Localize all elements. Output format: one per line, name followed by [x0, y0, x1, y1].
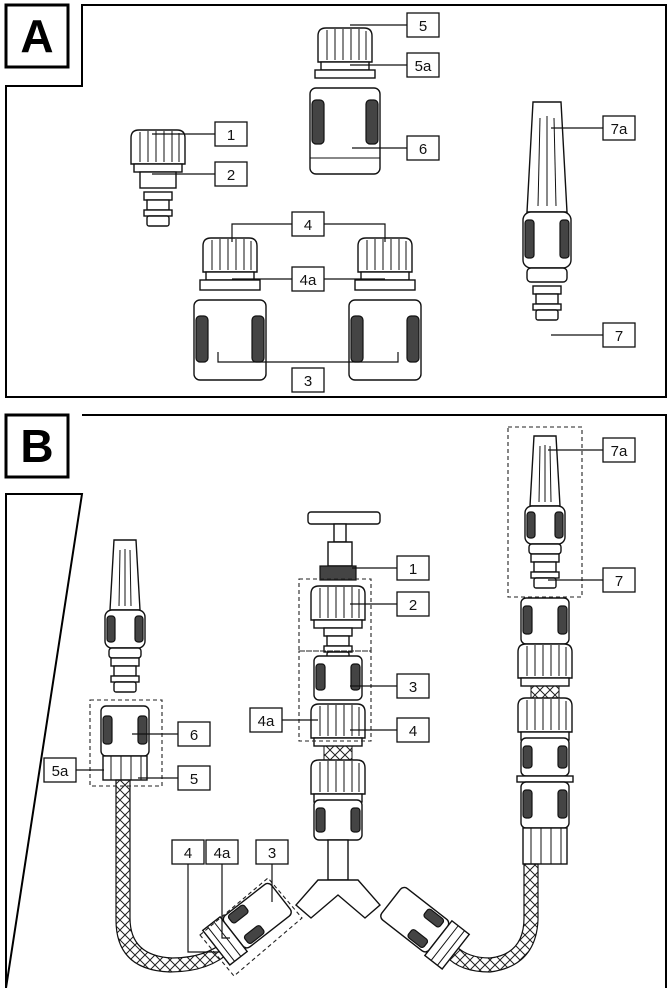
callout-b-6: 6 [177, 721, 211, 747]
callout-b-3-bottom: 3 [255, 839, 289, 865]
svg-text:6: 6 [419, 141, 427, 158]
svg-text:3: 3 [304, 373, 312, 390]
callout-b-5a: 5a [43, 757, 77, 783]
svg-text:1: 1 [227, 127, 235, 144]
callout-a-1: 1 [214, 121, 248, 147]
callout-a-7a: 7a [602, 115, 636, 141]
callout-a-7: 7 [602, 322, 636, 348]
callout-a-4a: 4a [291, 266, 325, 292]
callout-b-4-bottom: 4 [171, 839, 205, 865]
water-tap [307, 511, 381, 581]
callout-b-4: 4 [396, 717, 430, 743]
callout-b-4a-bottom: 4a [205, 839, 239, 865]
svg-text:7: 7 [615, 573, 623, 590]
svg-text:2: 2 [409, 597, 417, 614]
svg-text:4: 4 [184, 845, 192, 862]
leader-lines-b [76, 449, 603, 953]
coupling-b-right-angled [380, 886, 471, 971]
section-b-badge [4, 413, 70, 479]
coupling-b-center [313, 655, 363, 701]
svg-text:2: 2 [227, 167, 235, 184]
callout-b-7a: 7a [602, 437, 636, 463]
callout-b-1: 1 [396, 555, 430, 581]
y-splitter [295, 839, 381, 919]
callout-a-5a: 5a [406, 52, 440, 78]
svg-text:4: 4 [409, 723, 417, 740]
section-a-badge [4, 3, 70, 69]
svg-text:7a: 7a [611, 121, 628, 138]
svg-text:5: 5 [419, 18, 427, 35]
svg-text:3: 3 [409, 679, 417, 696]
tap-connector-b [310, 585, 366, 629]
svg-text:7a: 7a [611, 443, 628, 460]
panel-b: B [4, 413, 667, 988]
coupling-b-left-angled [201, 882, 292, 967]
callout-b-3: 3 [396, 673, 430, 699]
tap-connector-part-1 [130, 129, 186, 227]
hose-right [445, 863, 539, 973]
svg-text:4a: 4a [214, 845, 231, 862]
svg-text:5a: 5a [415, 58, 432, 75]
callout-a-6: 6 [406, 135, 440, 161]
svg-text:7: 7 [615, 328, 623, 345]
spray-nozzle-b-left [104, 539, 146, 659]
svg-text:6: 6 [190, 727, 198, 744]
spray-nozzle-part-7 [522, 101, 572, 321]
section-a-letter: A [20, 10, 53, 62]
callout-a-5: 5 [406, 12, 440, 38]
svg-text:4a: 4a [258, 713, 275, 730]
spray-nozzle-b-right [524, 435, 566, 555]
callout-a-4: 4 [291, 211, 325, 237]
coupling-right [348, 237, 422, 381]
connector-part-6-b [100, 705, 150, 757]
svg-text:3: 3 [268, 845, 276, 862]
panel-a: A [4, 3, 667, 398]
callout-a-3: 3 [291, 367, 325, 393]
callout-b-7: 7 [602, 567, 636, 593]
svg-text:5a: 5a [52, 763, 69, 780]
callout-b-2: 2 [396, 591, 430, 617]
callout-b-4a: 4a [249, 707, 283, 733]
svg-text:5: 5 [190, 771, 198, 788]
callout-a-2: 2 [214, 161, 248, 187]
svg-text:1: 1 [409, 561, 417, 578]
section-b-letter: B [20, 420, 53, 472]
callout-b-5: 5 [177, 765, 211, 791]
dashed-groups [89, 426, 583, 977]
coupling-left [193, 237, 267, 381]
connector-part-6 [309, 27, 381, 175]
svg-text:4a: 4a [300, 272, 317, 289]
svg-text:4: 4 [304, 217, 312, 234]
